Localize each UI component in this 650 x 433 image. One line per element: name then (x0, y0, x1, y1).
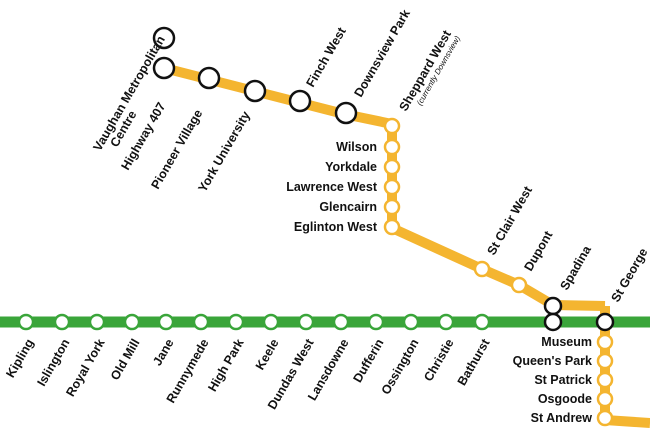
label-lawrence-west: Lawrence West (286, 180, 378, 194)
station-st-patrick[interactable] (596, 371, 614, 389)
label-yorkdale: Yorkdale (325, 160, 377, 174)
station-glencairn[interactable] (383, 198, 401, 216)
label-jane: Jane (150, 336, 176, 368)
station-st-clair-west[interactable] (473, 260, 491, 278)
station-keele[interactable] (262, 313, 280, 331)
station-runnymede[interactable] (192, 313, 210, 331)
label-st-patrick: St Patrick (534, 373, 592, 387)
label-osgoode: Osgoode (538, 392, 592, 406)
station-dufferin[interactable] (367, 313, 385, 331)
label-york-university: York University (195, 109, 253, 195)
label-finch-west: Finch West (303, 24, 349, 89)
label-high-park: High Park (205, 336, 246, 394)
station-royal-york[interactable] (88, 313, 106, 331)
label-glencairn: Glencairn (319, 200, 377, 214)
station-st-george[interactable] (595, 312, 615, 332)
station-eglinton-west[interactable] (383, 218, 401, 236)
station-lansdowne[interactable] (332, 313, 350, 331)
label-keele: Keele (253, 336, 282, 372)
station-pioneer-village[interactable] (197, 66, 221, 90)
station-old-mill[interactable] (123, 313, 141, 331)
station-dupont[interactable] (510, 276, 528, 294)
station-christie[interactable] (437, 313, 455, 331)
station-spadina-lower[interactable] (543, 312, 563, 332)
station-vaughan[interactable] (152, 26, 176, 50)
station-osgoode[interactable] (596, 390, 614, 408)
label-christie: Christie (421, 336, 456, 383)
label-old-mill: Old Mill (108, 337, 143, 383)
station-kipling[interactable] (17, 313, 35, 331)
station-wilson[interactable] (383, 138, 401, 156)
station-museum[interactable] (596, 333, 614, 351)
label-dufferin: Dufferin (351, 337, 387, 386)
label-spadina: Spadina (557, 242, 594, 292)
label-eglinton-west: Eglinton West (294, 220, 378, 234)
station-york-university[interactable] (243, 79, 267, 103)
station-high-park[interactable] (227, 313, 245, 331)
label-wilson: Wilson (336, 140, 377, 154)
station-spadina-upper[interactable] (543, 296, 563, 316)
station-bathurst[interactable] (473, 313, 491, 331)
label-st-andrew: St Andrew (531, 411, 593, 425)
station-lawrence-west[interactable] (383, 178, 401, 196)
station-queens-park[interactable] (596, 352, 614, 370)
label-dupont: Dupont (521, 228, 555, 274)
label-st-clair-west: St Clair West (484, 183, 535, 257)
station-jane[interactable] (157, 313, 175, 331)
label-queens-park: Queen's Park (513, 354, 592, 368)
label-vaughan-1: Vaughan Metropolitan (90, 33, 167, 153)
station-dundas-west[interactable] (297, 313, 315, 331)
station-islington[interactable] (53, 313, 71, 331)
station-yorkdale[interactable] (383, 158, 401, 176)
label-bathurst: Bathurst (455, 336, 493, 388)
label-st-george: St George (608, 246, 650, 305)
station-st-andrew[interactable] (596, 409, 614, 427)
station-highway-407[interactable] (152, 56, 176, 80)
label-downsview-park: Downsview Park (351, 7, 412, 99)
station-sheppard-west[interactable] (383, 117, 401, 135)
label-islington: Islington (34, 337, 72, 389)
station-finch-west[interactable] (288, 89, 312, 113)
station-downsview-park[interactable] (334, 101, 358, 125)
station-ossington[interactable] (402, 313, 420, 331)
label-kipling: Kipling (3, 337, 36, 381)
label-museum: Museum (541, 335, 592, 349)
